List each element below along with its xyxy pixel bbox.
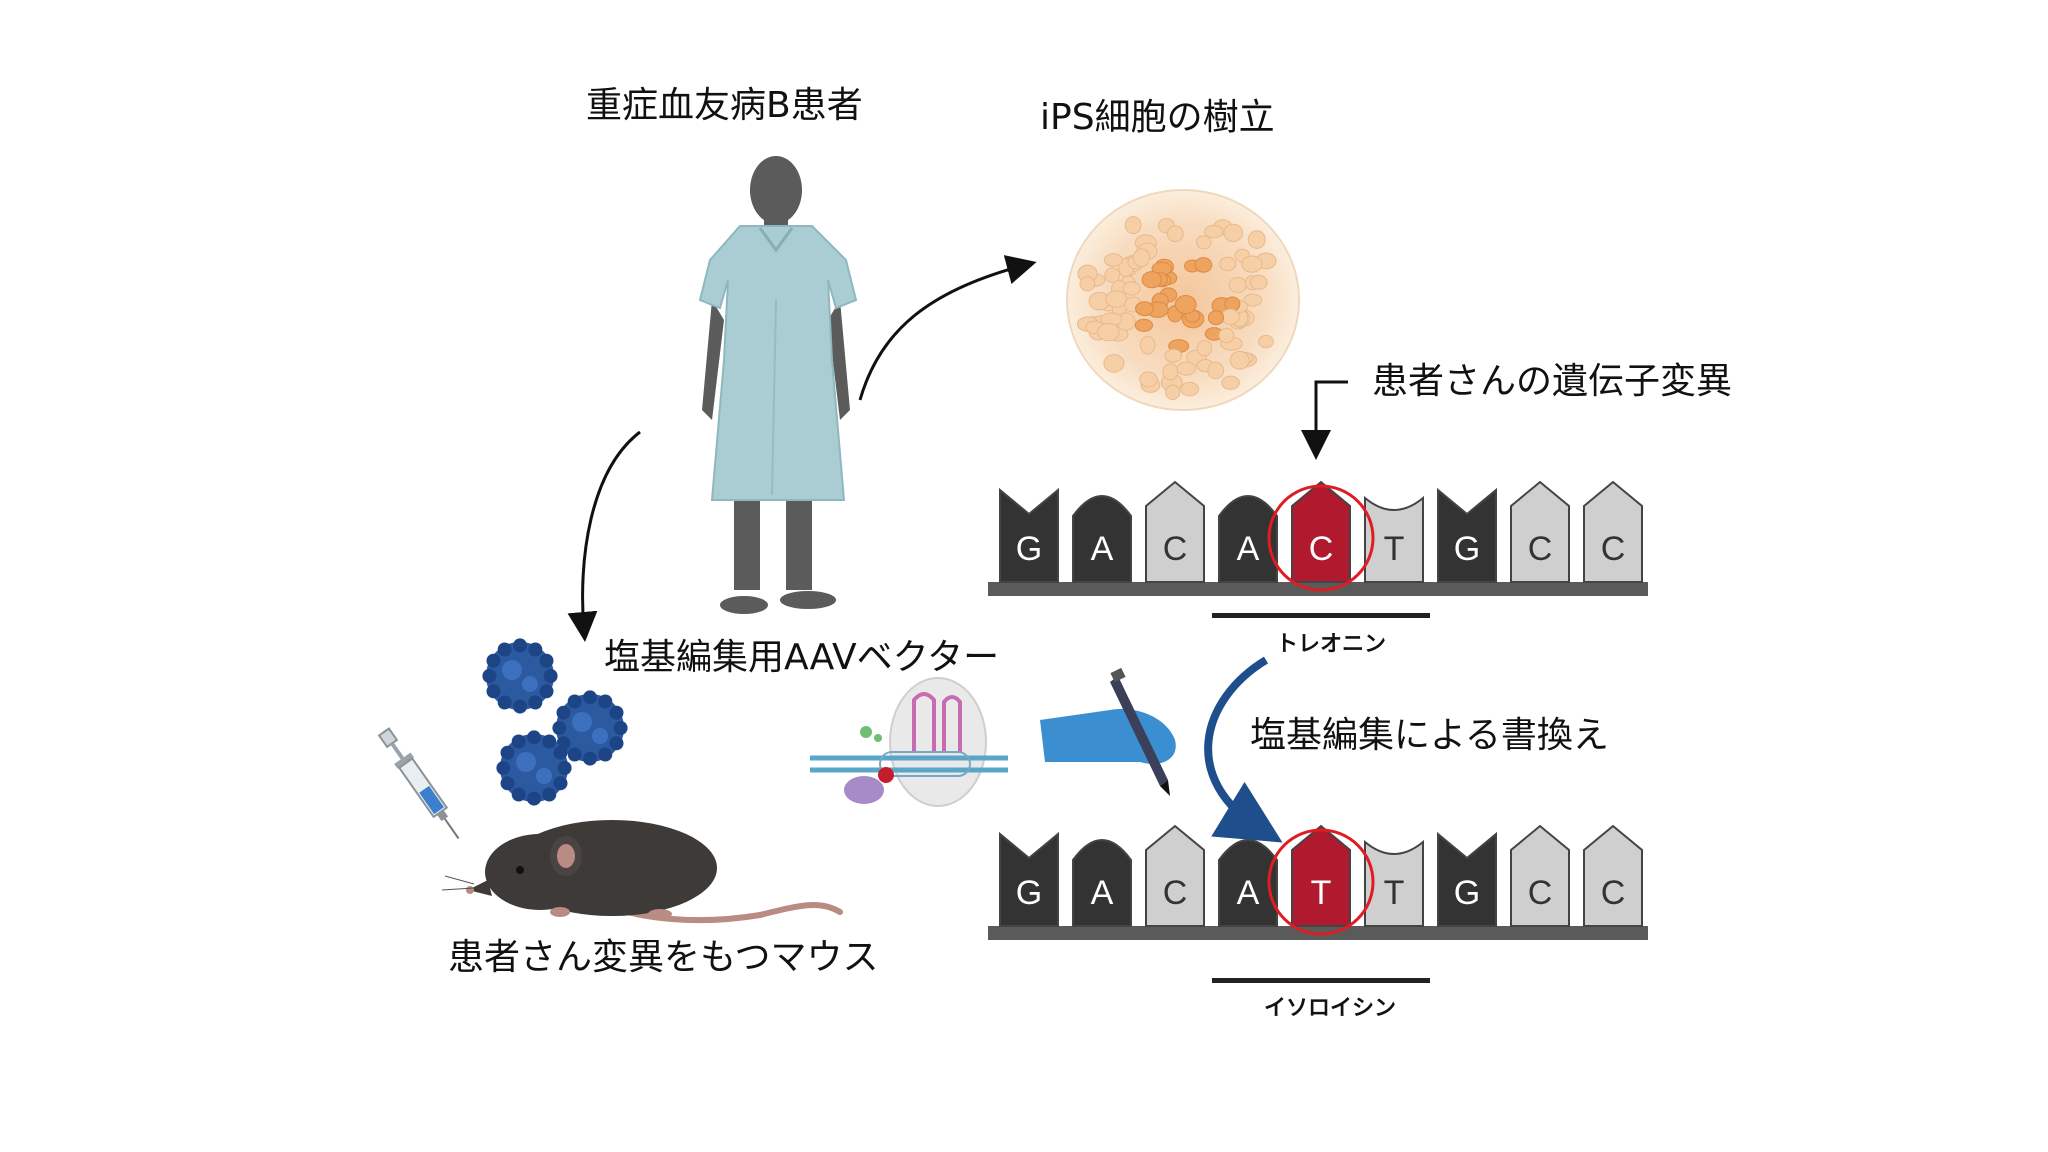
aav-vector-label: 塩基編集用AAVベクター [604, 637, 1000, 678]
nucleotide-letter: C [1528, 874, 1553, 912]
nucleotide-letter: A [1237, 530, 1260, 568]
nucleotide-block [1437, 831, 1497, 927]
mutation-highlight-circle [1267, 484, 1375, 592]
nucleotide-block [1364, 495, 1424, 583]
nucleotide-letter: G [1016, 530, 1042, 568]
nucleotide-letter: C [1163, 874, 1188, 912]
nucleotide-letter: G [1454, 530, 1480, 568]
nucleotide-block [1072, 495, 1132, 583]
aav-virus-icon [482, 638, 628, 806]
nucleotide-letter: G [1016, 874, 1042, 912]
codon-bar-before [1212, 613, 1430, 618]
syringe-icon [377, 727, 460, 840]
editing-arrow [1204, 656, 1283, 843]
patient-label: 重症血友病B患者 [586, 85, 863, 126]
nucleotide-letter: T [1311, 874, 1332, 912]
nucleotide-block [1145, 824, 1205, 927]
nucleotide-letter: C [1163, 530, 1188, 568]
codon-bar-after [1212, 978, 1430, 983]
base-editing-label: 塩基編集による書換え [1250, 715, 1609, 756]
nucleotide-letter: C [1528, 530, 1553, 568]
nucleotide-block [999, 487, 1059, 583]
pen-hand-icon [1040, 667, 1176, 796]
nucleotide-letter: C [1601, 530, 1626, 568]
mutation-label: 患者さんの遺伝子変異 [1372, 361, 1733, 402]
arrow-to-mouse [567, 430, 641, 642]
mouse-label: 患者さん変異をもつマウス [448, 937, 879, 978]
nucleotide-letter: T [1384, 530, 1405, 568]
nucleotide-block [1510, 824, 1570, 927]
nucleotide-block [1145, 480, 1205, 583]
base-editor-icon [810, 677, 1008, 807]
nucleotide-block [1510, 480, 1570, 583]
nucleotide-block [1072, 839, 1132, 927]
ips-cell-colony [1066, 189, 1300, 411]
nucleotide-block [1364, 839, 1424, 927]
nucleotide-letter: A [1091, 874, 1114, 912]
patient-figure [698, 156, 858, 614]
nucleotide-letter: A [1091, 530, 1114, 568]
amino-acid-before-label: トレオニン [1276, 632, 1387, 657]
mutation-highlight-circle [1267, 828, 1375, 936]
nucleotide-letter: C [1309, 530, 1334, 568]
nucleotide-block [1437, 487, 1497, 583]
nucleotide-block [1218, 495, 1278, 583]
nucleotide-letter: A [1237, 874, 1260, 912]
nucleotide-letter: C [1601, 874, 1626, 912]
mouse-icon [441, 820, 843, 924]
nucleotide-block [1583, 824, 1643, 927]
nucleotide-block [1583, 480, 1643, 583]
nucleotide-letter: T [1384, 874, 1405, 912]
nucleotide-letter: G [1454, 874, 1480, 912]
nucleotide-block [999, 831, 1059, 927]
amino-acid-after-label: イソロイシン [1264, 996, 1397, 1021]
arrow-to-ips [858, 255, 1037, 401]
ips-label: iPS細胞の樹立 [1040, 97, 1275, 138]
mutation-pointer-arrow [1301, 380, 1348, 460]
